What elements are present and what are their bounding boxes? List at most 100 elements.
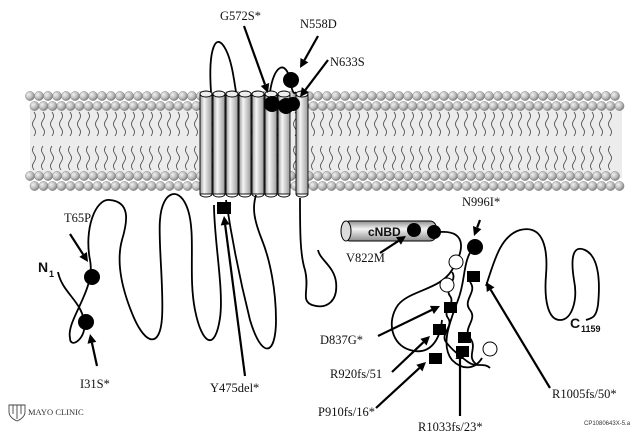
lipid-head (25, 171, 34, 180)
lipid-head (183, 181, 192, 190)
lipid-head (462, 181, 471, 190)
lipid-head (322, 91, 331, 100)
helix-body (200, 94, 212, 194)
lipid-head (561, 101, 570, 110)
label-t65p: T65P (64, 211, 91, 225)
lipid-head (453, 101, 462, 110)
label-n558d: N558D (300, 17, 337, 31)
arrow-d837g (378, 306, 440, 336)
lipid-head (160, 171, 169, 180)
lipid-bilayer (25, 91, 624, 190)
lipid-head (70, 91, 79, 100)
lipid-head (151, 91, 160, 100)
c-terminus-sub: 1159 (581, 324, 601, 334)
lipid-head (169, 171, 178, 180)
lipid-head (525, 181, 534, 190)
arrow-shaft (70, 234, 83, 254)
cytoplasmic-loop-2 (300, 198, 336, 306)
lipid-head (601, 171, 610, 180)
lipid-head (516, 181, 525, 190)
lipid-head (367, 171, 376, 180)
arrow-shaft (244, 26, 265, 85)
lipid-head (70, 171, 79, 180)
lipid-head (529, 171, 538, 180)
lipid-head (556, 171, 565, 180)
label-n996i: N996I* (462, 195, 500, 209)
lipid-head (448, 91, 457, 100)
lipid-head (39, 181, 48, 190)
dot-t65p (84, 269, 100, 285)
arrow-shaft (376, 368, 419, 408)
lipid-head (165, 181, 174, 190)
arrow-shaft (378, 310, 432, 336)
lipid-head (543, 101, 552, 110)
tm-helix (239, 91, 251, 197)
lipid-head (331, 91, 340, 100)
label-r1005fs: R1005fs/50* (552, 387, 617, 401)
lipid-head (498, 101, 507, 110)
lipid-head (156, 181, 165, 190)
lipid-head (547, 91, 556, 100)
lipid-head (327, 101, 336, 110)
lipid-head (588, 101, 597, 110)
lipid-head (547, 171, 556, 180)
cnbd-linker (392, 232, 461, 351)
lipid-head (579, 181, 588, 190)
lipid-head (457, 171, 466, 180)
lipid-head (507, 101, 516, 110)
lipid-head (394, 91, 403, 100)
lipid-head (516, 101, 525, 110)
lipid-head (354, 101, 363, 110)
lipid-head (57, 181, 66, 190)
lipid-head (538, 91, 547, 100)
lipid-head (336, 101, 345, 110)
n-terminus-sub: 1 (49, 269, 54, 279)
lipid-head (525, 101, 534, 110)
lipid-head (507, 181, 516, 190)
lipid-head (601, 91, 610, 100)
lipid-head (448, 171, 457, 180)
lipid-head (115, 171, 124, 180)
lipid-head (574, 171, 583, 180)
square-d837g (444, 302, 457, 313)
lipid-head (453, 181, 462, 190)
lipid-head (439, 91, 448, 100)
lipid-head (489, 101, 498, 110)
lipid-head (120, 181, 129, 190)
lipid-head (349, 171, 358, 180)
lipid-head (421, 171, 430, 180)
label-n633s: N633S (330, 55, 365, 69)
lipid-head (610, 91, 619, 100)
lipid-head (421, 91, 430, 100)
helix-top (239, 91, 251, 97)
lipid-head (480, 101, 489, 110)
dot-n558d (283, 72, 299, 88)
lipid-head (88, 171, 97, 180)
lipid-head (358, 91, 367, 100)
lipid-head (120, 101, 129, 110)
lipid-head (138, 181, 147, 190)
lipid-head (615, 181, 624, 190)
lipid-head (102, 101, 111, 110)
lipid-head (147, 181, 156, 190)
lipid-head (385, 171, 394, 180)
arrow-r1033fs (456, 350, 465, 416)
arrow-i31s (88, 334, 97, 366)
helix-top (213, 91, 225, 97)
lipid-head (187, 171, 196, 180)
lipid-head (124, 171, 133, 180)
lipid-head (403, 171, 412, 180)
cnbd-cap (341, 221, 351, 241)
lipid-head (484, 171, 493, 180)
lipid-head (408, 101, 417, 110)
lipid-head (174, 181, 183, 190)
helix-body (213, 94, 225, 194)
lipid-head (583, 171, 592, 180)
lipid-head (471, 101, 480, 110)
dot-n633s-b (286, 97, 300, 111)
extracellular-loop (210, 42, 236, 92)
square-y475del (217, 202, 231, 214)
label-v822m: V822M (346, 251, 385, 265)
lipid-head (511, 91, 520, 100)
lipid-head (408, 181, 417, 190)
